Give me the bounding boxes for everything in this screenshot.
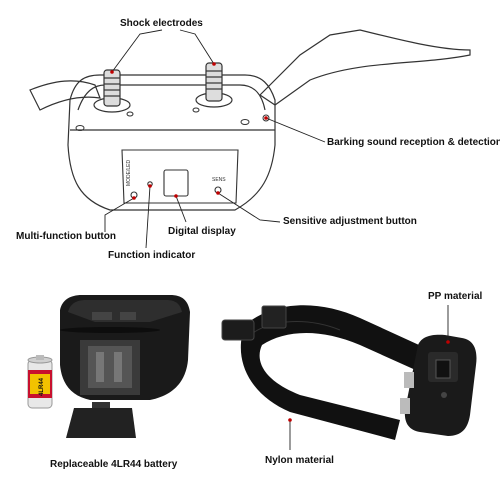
label-barking-detection: Barking sound reception & detection (327, 137, 500, 148)
right-electrode (205, 62, 223, 102)
mode-led-marking: MODE/LED (126, 159, 132, 186)
battery-4lr44 (27, 355, 53, 409)
collar-strap-line-drawing (29, 29, 471, 111)
collar-receiver (400, 334, 477, 436)
label-shock-electrodes: Shock electrodes (120, 18, 203, 29)
label-battery: Replaceable 4LR44 battery (50, 459, 178, 470)
strap-keeper (261, 305, 287, 329)
battery-marking: 4LR44 (39, 377, 45, 396)
microphone-hole (262, 114, 270, 122)
label-pp-material: PP material (428, 291, 483, 302)
callout-shock-left (111, 29, 163, 73)
callout-barking (265, 117, 326, 143)
callout-shock-right (179, 29, 215, 65)
callout-multi (104, 197, 135, 232)
battery-cover (66, 402, 136, 438)
callout-indicator (145, 185, 151, 249)
label-digital-display: Digital display (168, 226, 236, 237)
receiver-unit-photo (60, 295, 190, 400)
left-electrode (103, 69, 121, 107)
label-function-indicator: Function indicator (108, 250, 196, 261)
callout-sensitive (217, 192, 281, 223)
collar-electrode-2 (400, 398, 410, 414)
label-sensitive-button: Sensitive adjustment button (283, 216, 417, 227)
front-panel (121, 149, 239, 204)
screw-holes (75, 107, 250, 131)
label-nylon-material: Nylon material (265, 455, 334, 466)
collar-electrode-1 (404, 372, 414, 388)
callout-dots (110, 62, 268, 200)
bottom-callout-lines (289, 305, 449, 450)
label-multi-function-button: Multi-function button (16, 231, 116, 242)
display-window (163, 169, 189, 197)
nylon-collar-photo (221, 305, 430, 440)
bottom-callout-dots (288, 340, 450, 422)
callout-lines (104, 29, 326, 249)
sens-marking: SENS (212, 177, 226, 183)
callout-display (175, 195, 187, 223)
buckle (221, 319, 255, 341)
